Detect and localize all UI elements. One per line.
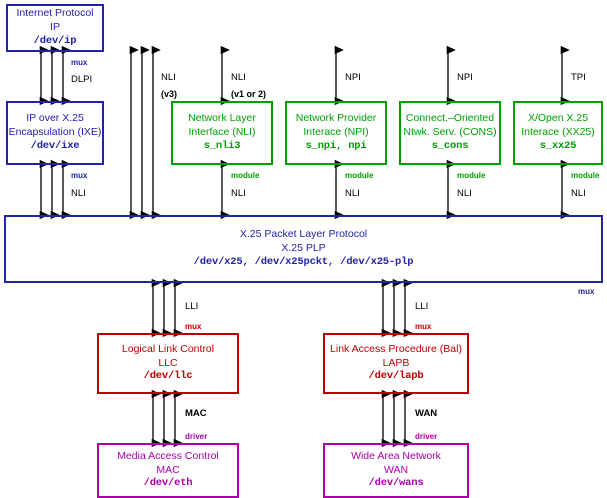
box-xx25-device: s_xx25 [539, 139, 577, 152]
box-npi-line2: Interace (NPI) [303, 126, 369, 139]
label-lli-left: LLI [185, 301, 199, 312]
tag-module-npi: module [345, 171, 374, 180]
box-xx25-line1: X/Open X.25 [527, 112, 589, 125]
box-npi[interactable]: Network Provider Interace (NPI) s_npi, n… [285, 101, 387, 165]
tag-mux-lapb: mux [415, 322, 432, 331]
tag-mux-plp: mux [578, 287, 595, 296]
box-llc[interactable]: Logical Link Control LLC /dev/llc [97, 333, 239, 394]
box-lapb-line1: Link Access Procedure (Bal) [330, 342, 462, 355]
label-nli-v3-version: (v3) [161, 89, 178, 99]
label-wan: WAN [415, 408, 438, 419]
label-nli-nli-plp: NLI [231, 188, 246, 199]
label-tpi-top-xx25-box: TPI [571, 72, 586, 83]
tag-mux-ixe: mux [71, 171, 88, 180]
box-llc-device: /dev/llc [143, 370, 193, 383]
box-mac-line2: MAC [156, 463, 180, 476]
label-nli-cons-plp: NLI [457, 188, 472, 199]
box-wan-device: /dev/wans [368, 477, 424, 490]
label-npi-top-cons-box: NPI [457, 72, 473, 83]
label-nli-v1or2: NLI [231, 72, 246, 83]
label-nli-ixe-plp: NLI [71, 188, 86, 199]
box-plp[interactable]: X.25 Packet Layer Protocol X.25 PLP /dev… [4, 215, 603, 283]
box-mac[interactable]: Media Access Control MAC /dev/eth [97, 443, 239, 498]
box-cons-line2: Ntwk. Serv. (CONS) [403, 126, 497, 139]
box-ip-line2: IP [50, 21, 60, 34]
box-lapb-line2: LAPB [382, 356, 410, 369]
box-ip[interactable]: Internet Protocol IP /dev/ip [6, 4, 104, 52]
box-wan-line2: WAN [383, 463, 409, 476]
label-nli-npi-plp: NLI [345, 188, 360, 199]
box-mac-line1: Media Access Control [117, 449, 219, 462]
box-lapb[interactable]: Link Access Procedure (Bal) LAPB /dev/la… [323, 333, 469, 394]
box-plp-line1: X.25 Packet Layer Protocol [239, 228, 368, 241]
box-nli-line2: Interface (NLI) [188, 126, 256, 139]
box-npi-line1: Network Provider [295, 112, 377, 125]
box-cons-device: s_cons [431, 139, 469, 152]
tag-mux-llc: mux [185, 322, 202, 331]
label-nli-xx25-plp: NLI [571, 188, 586, 199]
box-ixe[interactable]: IP over X.25 Encapsulation (IXE) /dev/ix… [6, 101, 104, 165]
box-cons[interactable]: Connect.–Oriented Ntwk. Serv. (CONS) s_c… [399, 101, 501, 165]
box-llc-line1: Logical Link Control [121, 342, 215, 355]
box-xx25-line2: Interace (XX25) [521, 126, 595, 139]
tag-module-nli: module [231, 171, 260, 180]
box-nli-device: s_nli3 [203, 139, 241, 152]
label-npi-top-nli-box: NPI [345, 72, 361, 83]
label-nli-v1or2-version: (v1 or 2) [231, 89, 267, 99]
box-npi-device: s_npi, npi [305, 139, 367, 152]
box-ip-line1: Internet Protocol [16, 7, 94, 20]
tag-mux-ip: mux [71, 58, 88, 67]
box-nli[interactable]: Network Layer Interface (NLI) s_nli3 [171, 101, 273, 165]
label-lli-right: LLI [415, 301, 429, 312]
box-lapb-device: /dev/lapb [368, 370, 424, 383]
box-ixe-line1: IP over X.25 [26, 112, 84, 125]
tag-module-cons: module [457, 171, 486, 180]
box-ip-device: /dev/ip [33, 34, 77, 47]
box-ixe-device: /dev/ixe [30, 139, 80, 152]
box-wan-line1: Wide Area Network [351, 449, 441, 462]
box-nli-line1: Network Layer [188, 112, 256, 125]
label-nli-v3: NLI [161, 72, 176, 83]
box-wan[interactable]: Wide Area Network WAN /dev/wans [323, 443, 469, 498]
box-llc-line2: LLC [158, 356, 178, 369]
label-mac: MAC [185, 408, 207, 419]
label-dlpi: DLPI [71, 74, 93, 85]
tag-driver-mac: driver [185, 432, 208, 441]
box-xx25[interactable]: X/Open X.25 Interace (XX25) s_xx25 [513, 101, 603, 165]
box-plp-line2: X.25 PLP [281, 242, 326, 255]
tag-driver-wan: driver [415, 432, 438, 441]
box-cons-line1: Connect.–Oriented [405, 112, 495, 125]
box-mac-device: /dev/eth [143, 477, 193, 490]
box-ixe-line2: Encapsulation (IXE) [8, 126, 102, 139]
box-plp-device: /dev/x25, /dev/x25pckt, /dev/x25-plp [193, 255, 414, 268]
tag-module-xx25: module [571, 171, 600, 180]
